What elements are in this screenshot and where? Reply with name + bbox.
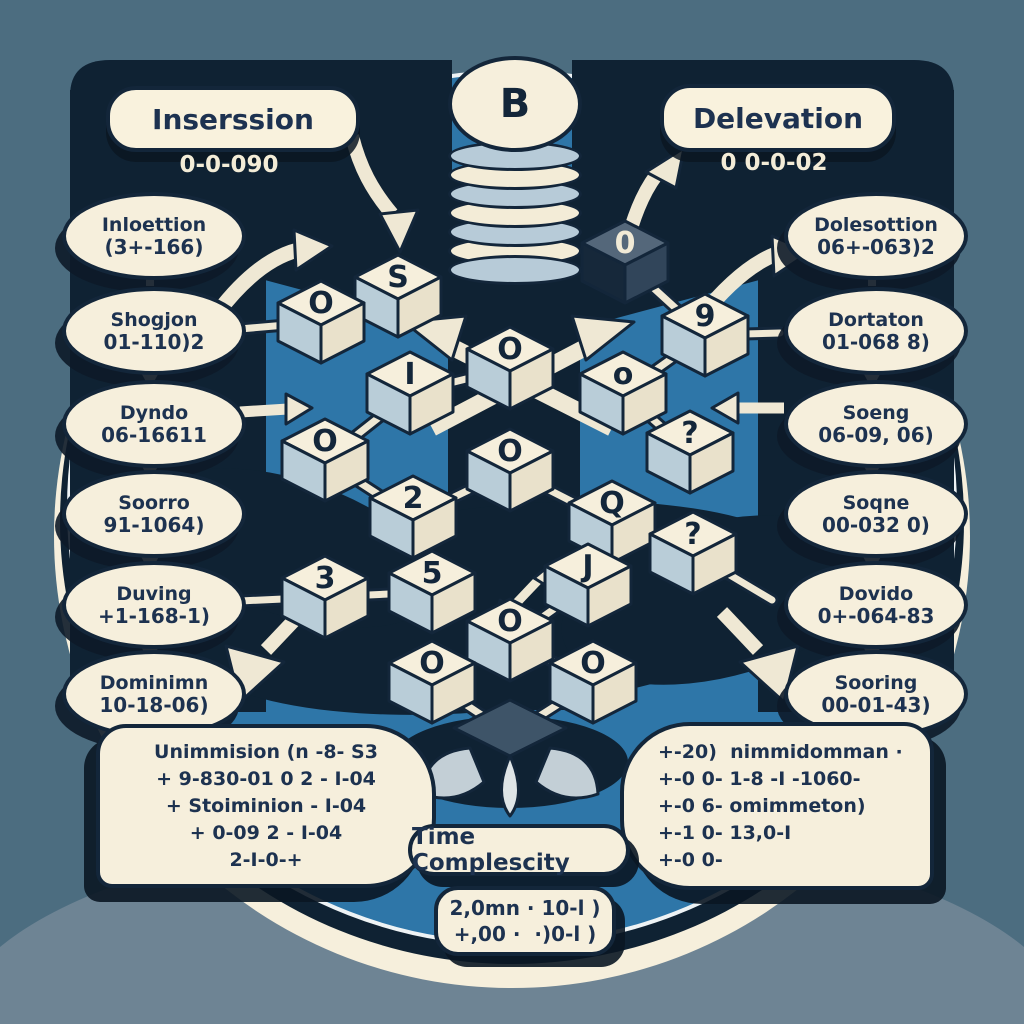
stack-label: B — [499, 81, 531, 127]
cube-node: O — [387, 639, 477, 725]
petal-right-icon — [534, 746, 600, 800]
cube-node: O — [280, 417, 370, 503]
cube-label: 3 — [315, 561, 336, 596]
cube-label: O — [312, 424, 338, 459]
arrow-right-icon — [239, 403, 289, 418]
cube-node: 3 — [280, 554, 370, 640]
cube-node-dark: 0 — [580, 219, 670, 305]
cube-node: O — [465, 597, 555, 683]
cube-label: O — [497, 434, 523, 469]
cube-label: O — [580, 646, 606, 681]
arrow-se-icon — [716, 607, 764, 655]
cube-label: Q — [599, 486, 625, 521]
deletion-sub-label: 0 0-0-02 — [720, 150, 828, 176]
cube-label: I — [404, 357, 415, 392]
cube-node: Q — [567, 479, 657, 565]
cube-label: O — [497, 604, 523, 639]
cube-node: 9 — [660, 292, 750, 378]
cube-node: ? — [645, 409, 735, 495]
cube-node: O — [276, 279, 366, 365]
cube-node: I — [365, 350, 455, 436]
bottom-left-note: Unimmision (n -8- S3 + 9-830-01 0 2 - I-… — [96, 724, 436, 888]
left-node-1: Inloettion(3+-166) — [62, 192, 246, 280]
disk-stack: B — [448, 56, 582, 285]
deletion-banner-label: Delevation — [692, 101, 864, 135]
petal-mid-icon — [500, 754, 520, 818]
cube-node: J — [543, 542, 633, 628]
bottom-right-note: +-20) nimmidomman · +-0 0- 1-8 -I -1060-… — [620, 722, 934, 890]
cube-label: ? — [684, 517, 701, 552]
cube-node: 5 — [387, 549, 477, 635]
cube-node: O — [465, 325, 555, 411]
cube-label: ? — [681, 416, 698, 451]
arrow-curve-left-icon — [212, 242, 301, 317]
left-node-5: Duving+1-168-1) — [62, 561, 246, 649]
cube-label: O — [419, 646, 445, 681]
insertion-banner-label: Inserssion — [152, 102, 314, 136]
cube-label: J — [580, 549, 593, 584]
cube-label: o — [613, 357, 634, 392]
cube-label: 0 — [615, 226, 636, 261]
cube-node: 2 — [368, 474, 458, 560]
cube-node: o — [578, 350, 668, 436]
time-complexity-banner: Time Complescity — [408, 824, 630, 876]
arrow-down-left-icon — [345, 134, 398, 219]
cube-label: 5 — [422, 556, 443, 591]
deletion-banner: Delevation — [660, 84, 896, 152]
time-complexity-title: Time Complescity — [412, 824, 570, 876]
cube-label: O — [308, 286, 334, 321]
insertion-banner: Inserssion — [106, 86, 360, 152]
cube-label: 9 — [695, 299, 716, 334]
cube-label: S — [387, 260, 409, 295]
disk-stack-top: B — [448, 56, 582, 152]
cube-node: ? — [648, 510, 738, 596]
cube-label: O — [497, 332, 523, 367]
cube-label: 2 — [403, 481, 424, 516]
disk — [448, 255, 582, 285]
cube-node: O — [465, 427, 555, 513]
time-complexity-values: 2,0mn · 10-l ) +,00 · ·)0-l ) — [434, 886, 616, 956]
bottom-diamond-flower — [420, 698, 600, 818]
insertion-sub-label: 0-0-090 — [179, 152, 279, 178]
cube-node: O — [548, 639, 638, 725]
